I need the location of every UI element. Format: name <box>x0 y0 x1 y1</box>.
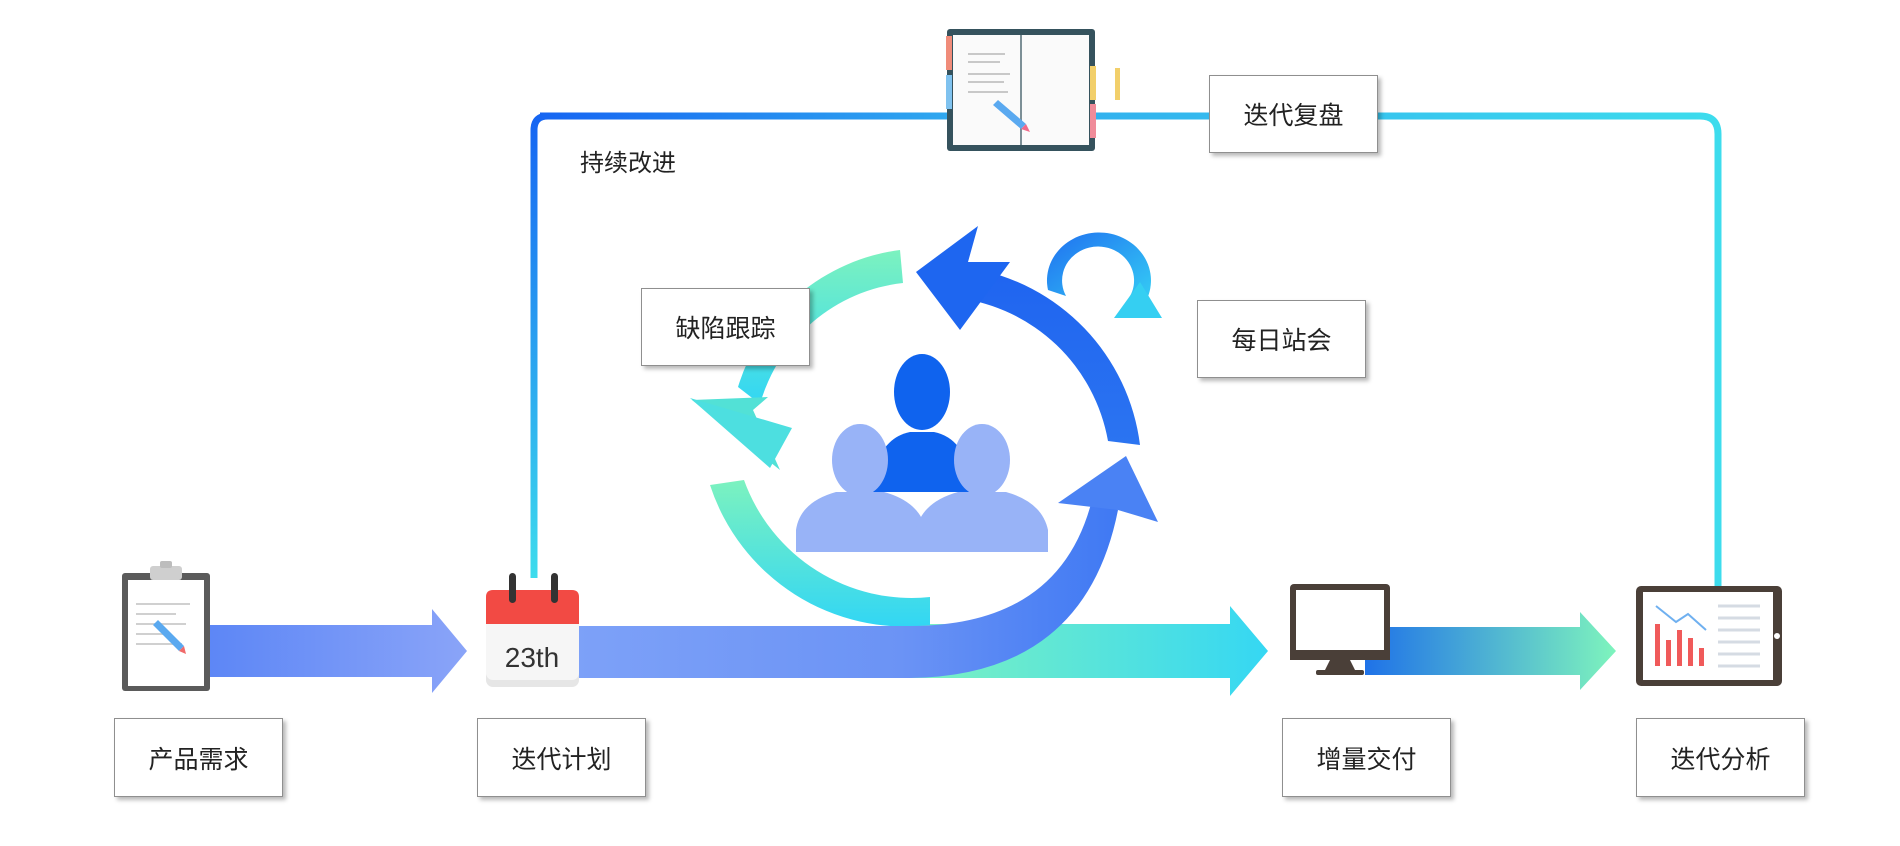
monitor-icon <box>1290 584 1390 675</box>
feedback-loop-line <box>530 112 1722 600</box>
loop-label-daily-standup: 每日站会 <box>1197 300 1366 378</box>
calendar-icon: 23th <box>486 573 579 687</box>
calendar-day: 23th <box>505 642 560 673</box>
loop-label-continuous-improvement: 持续改进 <box>580 149 676 177</box>
loop-label-retrospective: 迭代复盘 <box>1209 75 1378 153</box>
flow-arrow-delivery-to-analysis <box>1365 612 1616 690</box>
stage-label-delivery: 增量交付 <box>1282 718 1451 797</box>
stage-label-requirement: 产品需求 <box>114 718 283 797</box>
cycle-arc-upper-left <box>738 250 903 404</box>
team-icon <box>796 354 1048 552</box>
notebook-icon <box>946 29 1120 151</box>
cycle-arc-bottom <box>577 500 1118 678</box>
iteration-cycle <box>577 226 1162 678</box>
loop-label-defect-tracking: 缺陷跟踪 <box>641 288 810 366</box>
cycle-arrowhead-top <box>916 226 1010 330</box>
flow-arrow-requirement-to-planning <box>205 609 467 693</box>
stage-label-planning: 迭代计划 <box>477 718 646 797</box>
tablet-chart-icon <box>1636 586 1782 686</box>
cycle-arrowhead-right <box>1058 456 1158 522</box>
clipboard-icon <box>122 561 210 691</box>
stage-label-analysis: 迭代分析 <box>1636 718 1805 797</box>
standup-loop-arrow <box>1046 232 1151 310</box>
cycle-arc-lower-left <box>710 480 930 627</box>
